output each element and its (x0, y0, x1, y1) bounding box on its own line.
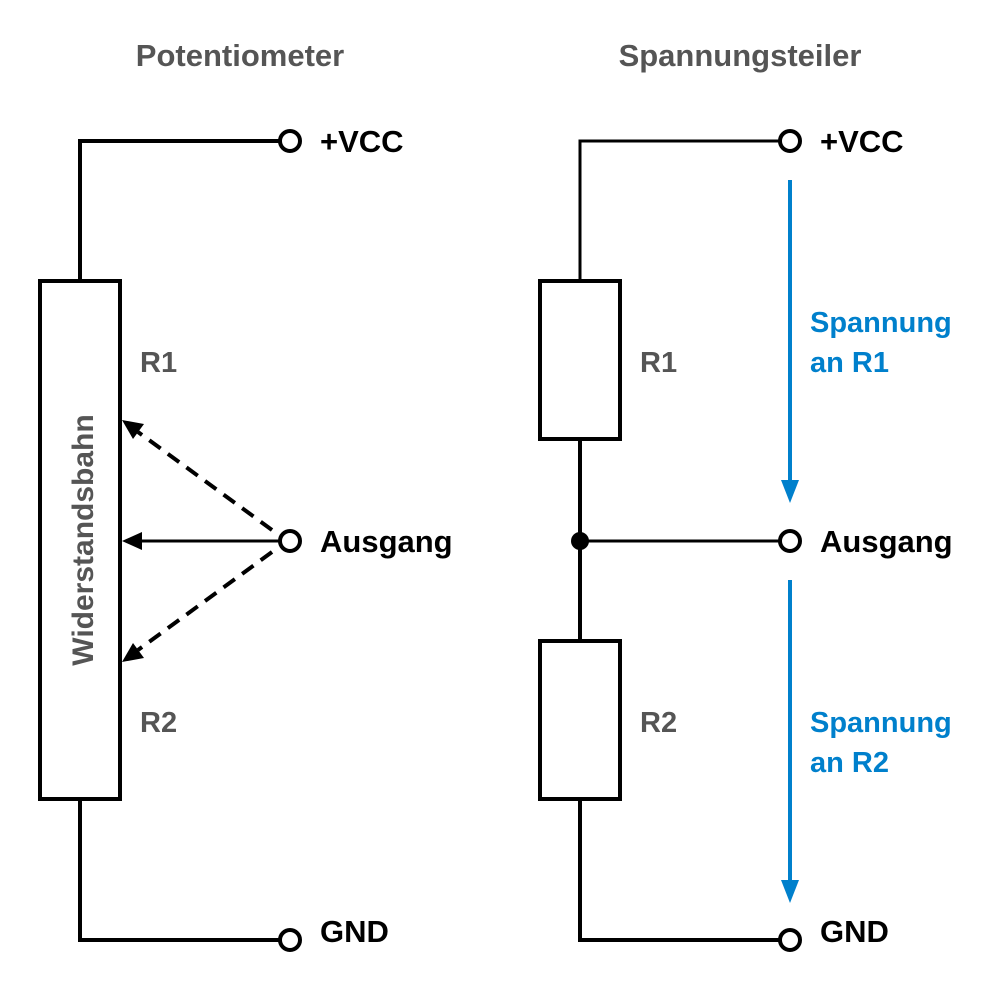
track-label: Widerstandsbahn (67, 414, 100, 665)
vcc-terminal (278, 129, 302, 153)
gnd-label: GND (820, 914, 889, 949)
resistor-r1 (538, 279, 622, 441)
gnd-wire (578, 799, 780, 942)
voltage-arrowhead-r2 (781, 880, 799, 903)
potentiometer-diagram: Potentiometer +VCC Widerstandsbahn R1 R2… (38, 38, 453, 952)
wiper-arrowhead-middle (122, 532, 142, 550)
wiper-arrowhead-down (122, 643, 144, 662)
r1-label: R1 (140, 347, 177, 379)
voltage-divider-title: Spannungsteiler (619, 38, 862, 73)
output-terminal (278, 529, 302, 553)
wiper-arrowhead-up (122, 420, 144, 439)
vcc-wire (578, 139, 780, 281)
vcc-terminal (778, 129, 802, 153)
voltage-arrowhead-r1 (781, 480, 799, 503)
vcc-label: +VCC (320, 124, 404, 159)
gnd-terminal (778, 928, 802, 952)
r2-label: R2 (140, 707, 177, 739)
voltage-r2-label-line2: an R2 (810, 747, 889, 779)
gnd-wire (78, 799, 280, 942)
wiper-arrow-up (136, 430, 274, 532)
output-terminal (778, 529, 802, 553)
potentiometer-title: Potentiometer (136, 38, 344, 73)
resistor-r2 (538, 639, 622, 801)
gnd-label: GND (320, 914, 389, 949)
voltage-r1-label-line1: Spannung (810, 307, 952, 339)
voltage-r2-label-line1: Spannung (810, 707, 952, 739)
output-label: Ausgang (320, 524, 453, 559)
voltage-r1-label-line2: an R1 (810, 347, 889, 379)
output-label: Ausgang (820, 524, 953, 559)
gnd-terminal (278, 928, 302, 952)
vcc-label: +VCC (820, 124, 904, 159)
vcc-wire (78, 139, 280, 281)
r1-label: R1 (640, 347, 677, 379)
voltage-divider-diagram: Spannungsteiler +VCC R1 Ausgang R2 GND S… (538, 38, 953, 952)
wiper-arrow-down (136, 550, 274, 652)
r2-label: R2 (640, 707, 677, 739)
